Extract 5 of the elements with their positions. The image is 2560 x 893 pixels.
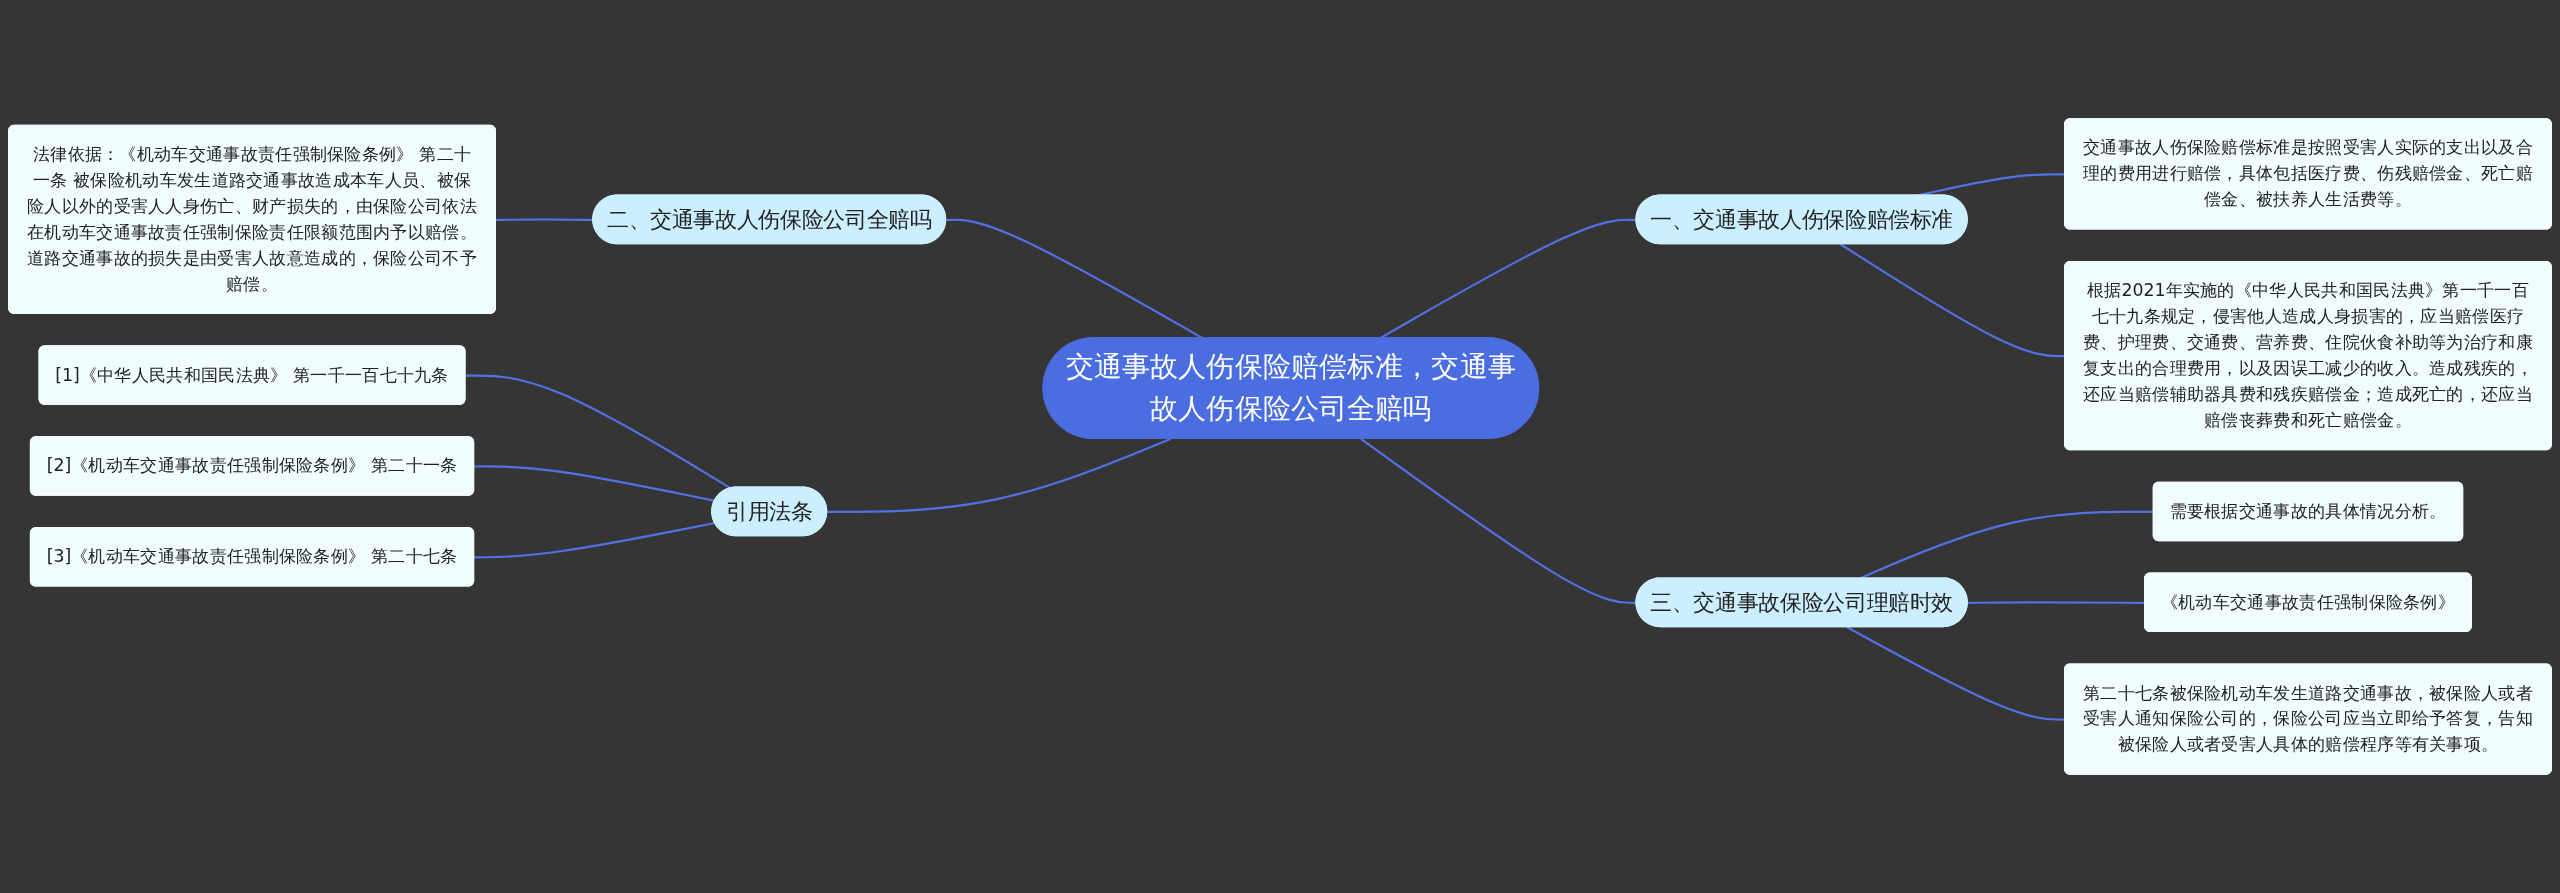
connector (827, 437, 1171, 513)
connector (465, 374, 732, 490)
connector (474, 465, 716, 502)
connector (474, 521, 716, 559)
connector (1360, 438, 1637, 604)
